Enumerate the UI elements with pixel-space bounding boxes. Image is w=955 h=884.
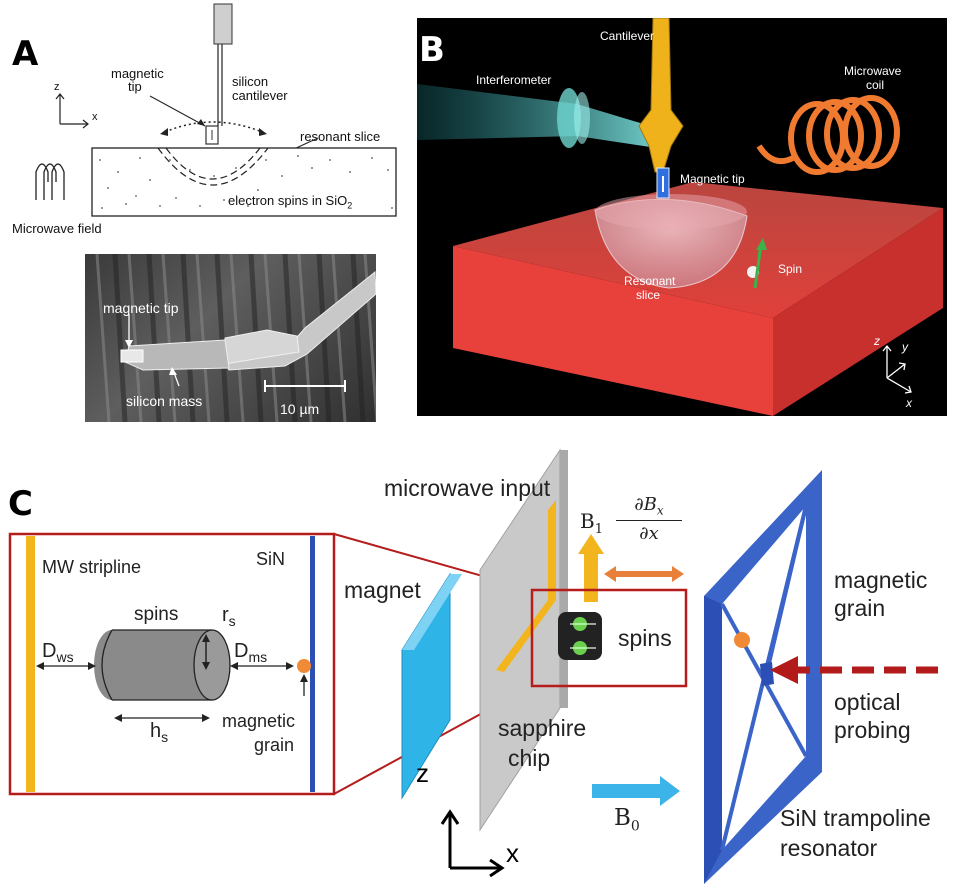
- interferometer-beam: [417, 84, 657, 148]
- panel-b-microwave-coil-label-2: coil: [866, 78, 885, 92]
- panel-c-sapphire-chip-label: sapphire: [498, 715, 587, 741]
- chip-stripline: [548, 500, 556, 610]
- sample-slab-side: [773, 208, 943, 416]
- panel-a-axis-z: z: [54, 81, 60, 93]
- panel-c-mw-stripline-label: MW stripline: [42, 557, 142, 577]
- cylinder-end: [193, 629, 231, 701]
- sem-texture: [95, 254, 376, 422]
- b0-arrow: [592, 784, 662, 798]
- panel-b-axes: [882, 344, 912, 394]
- panel-c-spins-inset-label: spins: [134, 604, 179, 625]
- panel-b-letter: B: [419, 30, 445, 70]
- panel-c-dws-label: Dws: [42, 640, 74, 665]
- panel-b-image: [417, 18, 947, 416]
- panel-a-letter: A: [12, 34, 39, 74]
- panel-b-resonant-slice-label-2: slice: [636, 288, 661, 302]
- panel-c-magnetic-grain-label: magnetic: [834, 567, 928, 593]
- panel-c-optical-probing-label: optical: [834, 689, 901, 715]
- mw-stripline: [26, 536, 35, 792]
- b1-arrow: [584, 552, 598, 602]
- panel-c-sin-trampoline-label-2: resonator: [780, 835, 878, 861]
- panel-a-axes: [55, 93, 89, 129]
- probe-arrowhead: [770, 656, 798, 684]
- panel-a-magnetic-tip-label-2: tip: [128, 79, 142, 94]
- panel-b-microwave-coil-label: Microwave: [844, 64, 902, 78]
- panel-c-magnetic-grain-label-2: grain: [834, 595, 886, 621]
- panel-a-resonant-slice-label: resonant slice: [300, 129, 381, 144]
- panel-c-sin-label: SiN: [256, 549, 286, 569]
- sem-silicon-mass-label: silicon mass: [126, 393, 203, 409]
- panel-a-axis-x: x: [92, 111, 98, 123]
- panel-b-magnetic-tip-label: Magnetic tip: [680, 172, 745, 186]
- panel-c-dms-label: Dms: [234, 640, 268, 665]
- panel-c-hs-label: hs: [150, 720, 169, 745]
- sem-scale-label: 10 µm: [280, 401, 320, 417]
- panel-c-sin-trampoline-label: SiN trampoline: [780, 805, 931, 831]
- panel-b-interferometer-label: Interferometer: [476, 73, 552, 87]
- panel-a-electron-spins-label: electron spins in SiO2: [228, 193, 353, 211]
- sample-slab-front: [453, 246, 773, 416]
- panel-b-spin-label: Spin: [778, 262, 803, 276]
- panel-c-axes: [440, 809, 505, 878]
- silicon-cantilever-holder: [213, 3, 233, 45]
- spins-region: [530, 588, 688, 688]
- panel-c-spins-label: spins: [618, 625, 672, 651]
- panel-c-gradient-fraction: ∂Bx ∂x: [616, 494, 682, 544]
- panel-c-letter: C: [8, 484, 33, 524]
- magnetic-grain: [734, 632, 750, 648]
- panel-b-axis-z: z: [874, 334, 880, 348]
- panel-a-silicon-cantilever-label: silicon: [232, 74, 269, 89]
- microwave-coil-render: [756, 95, 900, 175]
- panel-c-b0-label: B0: [614, 805, 640, 835]
- sample-dots: [99, 155, 393, 209]
- panel-c-rs-label: rs: [222, 604, 236, 629]
- panel-c-sapphire-chip-label-2: chip: [508, 745, 551, 771]
- panel-c-microwave-input-label: microwave input: [384, 475, 551, 501]
- magnet-block: [401, 572, 451, 800]
- panel-a-microwave-field-label: Microwave field: [12, 221, 102, 236]
- panel-b-resonant-slice-label: Resonant: [624, 274, 676, 288]
- panel-c-magnet-label: magnet: [344, 577, 421, 603]
- panel-c-optical-probing-label-2: probing: [834, 717, 911, 743]
- trampoline-pad: [760, 662, 774, 686]
- sio2-sample: [91, 147, 397, 217]
- panel-a-schematic: [35, 3, 397, 217]
- panel-b-axis-x: x: [906, 396, 912, 410]
- panel-a-magnetic-tip-label: magnetic: [111, 66, 164, 81]
- sin-line: [310, 536, 315, 792]
- microwave-coil: [35, 163, 65, 200]
- interferometer-lens: [557, 88, 581, 148]
- panel-a-silicon-cantilever-label-2: cantilever: [232, 88, 288, 103]
- panel-b-render: [417, 18, 943, 416]
- sem-magnetic-tip-label: magnetic tip: [103, 300, 179, 316]
- oscillation-arc: [164, 121, 263, 133]
- sem-image: [85, 254, 376, 422]
- panel-c-grain-inset-label: magnetic: [222, 711, 296, 731]
- panel-c-axis-x: x: [506, 838, 519, 868]
- panel-c-b1-label: B1: [580, 509, 603, 537]
- inset-magnetic-grain: [297, 659, 311, 673]
- panel-c-axis-z: z: [416, 758, 429, 788]
- panel-b-cantilever-label: Cantilever: [600, 29, 655, 43]
- panel-c-grain-inset-label-2: grain: [254, 735, 295, 755]
- panel-b-axis-y: y: [902, 340, 908, 354]
- panel-c-diagram: [8, 448, 944, 884]
